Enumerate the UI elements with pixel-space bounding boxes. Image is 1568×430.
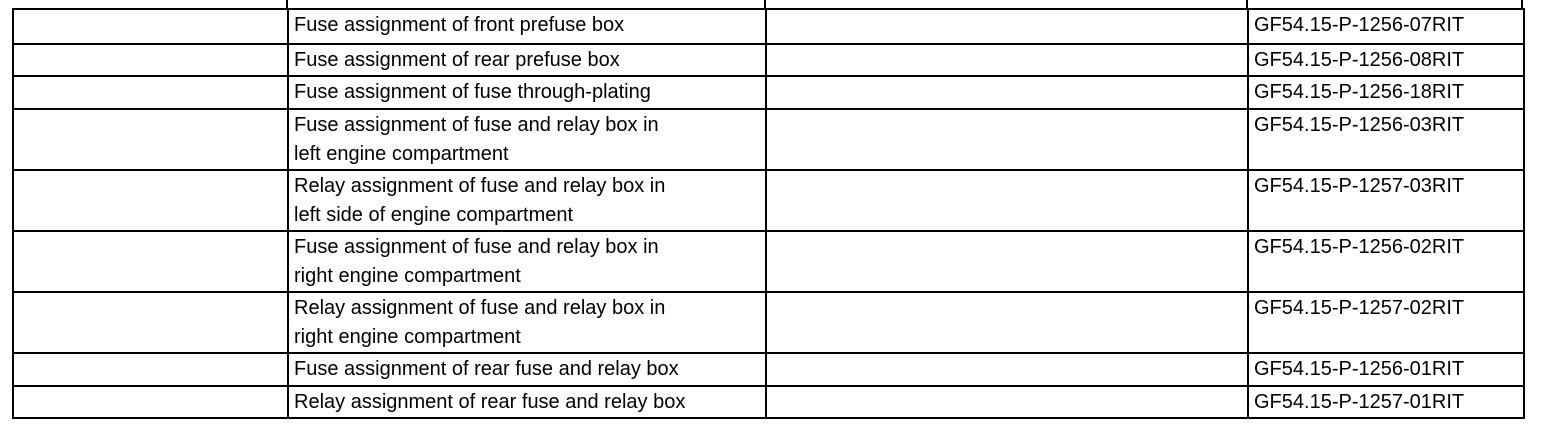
description-cell: Fuse assignment of rear fuse and relay b…: [287, 352, 767, 387]
fuse-relay-assignment-table: Fuse assignment of front prefuse box GF5…: [12, 8, 1525, 419]
table-row: Fuse assignment of rear fuse and relay b…: [12, 352, 1525, 387]
document-code-cell: GF54.15-P-1257-02RIT: [1247, 291, 1525, 354]
spacer-cell: [765, 291, 1249, 354]
document-code-cell: GF54.15-P-1256-18RIT: [1247, 75, 1525, 110]
spacer-cell: [765, 108, 1249, 171]
table-row: Fuse assignment of fuse through-plating …: [12, 75, 1525, 110]
document-code-cell: GF54.15-P-1256-01RIT: [1247, 352, 1525, 387]
description-cell: Fuse assignment of fuse and relay box in…: [287, 108, 767, 171]
label-cell: [12, 43, 289, 77]
spacer-cell: [765, 8, 1249, 45]
document-code-cell: GF54.15-P-1256-08RIT: [1247, 43, 1525, 77]
clipped-table-right-border: [1521, 0, 1523, 10]
spacer-cell: [765, 230, 1249, 293]
clipped-column-divider-1: [286, 0, 288, 10]
document-code-cell: GF54.15-P-1257-01RIT: [1247, 385, 1525, 419]
description-cell: Fuse assignment of front prefuse box: [287, 8, 767, 45]
spacer-cell: [765, 169, 1249, 232]
table-row: Fuse assignment of rear prefuse box GF54…: [12, 43, 1525, 77]
table-row: Relay assignment of rear fuse and relay …: [12, 385, 1525, 419]
table-row: Fuse assignment of fuse and relay box in…: [12, 230, 1525, 293]
spacer-cell: [765, 43, 1249, 77]
clipped-column-divider-3: [1246, 0, 1248, 10]
spacer-cell: [765, 75, 1249, 110]
label-cell: [12, 8, 289, 45]
table-row: Relay assignment of fuse and relay box i…: [12, 291, 1525, 354]
spacer-cell: [765, 352, 1249, 387]
label-cell: [12, 352, 289, 387]
table-row: Fuse assignment of front prefuse box GF5…: [12, 8, 1525, 45]
table-row: Relay assignment of fuse and relay box i…: [12, 169, 1525, 232]
label-cell: [12, 75, 289, 110]
label-cell: [12, 385, 289, 419]
label-cell: [12, 108, 289, 171]
document-code-cell: GF54.15-P-1257-03RIT: [1247, 169, 1525, 232]
description-cell: Fuse assignment of rear prefuse box: [287, 43, 767, 77]
description-cell: Relay assignment of rear fuse and relay …: [287, 385, 767, 419]
description-cell: Relay assignment of fuse and relay box i…: [287, 169, 767, 232]
document-code-cell: GF54.15-P-1256-02RIT: [1247, 230, 1525, 293]
description-cell: Relay assignment of fuse and relay box i…: [287, 291, 767, 354]
description-cell: Fuse assignment of fuse and relay box in…: [287, 230, 767, 293]
label-cell: [12, 291, 289, 354]
document-code-cell: GF54.15-P-1256-03RIT: [1247, 108, 1525, 171]
document-code-cell: GF54.15-P-1256-07RIT: [1247, 8, 1525, 45]
spacer-cell: [765, 385, 1249, 419]
clipped-column-divider-2: [764, 0, 766, 10]
label-cell: [12, 230, 289, 293]
description-cell: Fuse assignment of fuse through-plating: [287, 75, 767, 110]
label-cell: [12, 169, 289, 232]
table-row: Fuse assignment of fuse and relay box in…: [12, 108, 1525, 171]
